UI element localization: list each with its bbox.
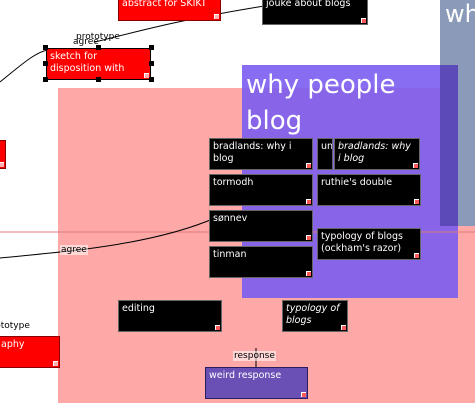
- note-sketch-text: sketch for disposition with: [50, 51, 125, 74]
- note-typology2-text: typology of blogs: [286, 303, 340, 326]
- selection-handle-tl[interactable]: [43, 45, 48, 50]
- link-label-prototype-bottom[interactable]: prototype: [0, 321, 30, 331]
- note-bradlands-text: bradlands: why i blog: [213, 141, 292, 164]
- note-aphy[interactable]: aphy: [0, 336, 60, 368]
- note-resize-icon[interactable]: [306, 199, 311, 204]
- note-abstract-skikt-text: abstract for SKIKT: [122, 0, 207, 9]
- note-resize-icon[interactable]: [0, 162, 4, 167]
- note-typology1-text: typology of blogs (ockham's razor): [321, 231, 403, 254]
- note-resize-icon[interactable]: [53, 361, 58, 366]
- note-resize-icon[interactable]: [306, 235, 311, 240]
- note-tinman[interactable]: tinman: [209, 246, 313, 278]
- note-typology-ockhams-razor[interactable]: typology of blogs (ockham's razor): [317, 228, 421, 260]
- note-bradlands-why-i-blog[interactable]: bradlands: why i blog: [209, 138, 313, 170]
- note-weird-response[interactable]: weird response: [205, 367, 308, 399]
- selection-handle-ml[interactable]: [43, 61, 48, 66]
- note-jouke-about-blogs[interactable]: jouke about blogs: [262, 0, 368, 25]
- note-tinman-text: tinman: [213, 249, 247, 260]
- selection-handle-bm[interactable]: [96, 77, 101, 82]
- note-resize-icon[interactable]: [341, 325, 346, 330]
- note-weird-text: weird response: [209, 370, 282, 381]
- note-typology-of-blogs[interactable]: typology of blogs: [282, 300, 348, 332]
- note-un[interactable]: un: [317, 138, 333, 170]
- note-left-stub[interactable]: [0, 140, 6, 169]
- note-resize-icon[interactable]: [215, 325, 220, 330]
- note-aphy-text: aphy: [1, 339, 25, 350]
- note-bradlands-why-i-blog-2[interactable]: bradlands: why i blog: [334, 138, 420, 170]
- link-label-agree-top[interactable]: agree: [73, 37, 99, 47]
- note-ruthies-double[interactable]: ruthie's double: [317, 174, 421, 206]
- selection-handle-mr[interactable]: [149, 61, 154, 66]
- note-bradlands2-text: bradlands: why i blog: [338, 141, 411, 164]
- note-jouke-text: jouke about blogs: [266, 0, 351, 9]
- note-resize-icon[interactable]: [361, 18, 366, 23]
- purple-overlap-shade: [440, 65, 458, 226]
- note-sketch-disposition[interactable]: sketch for disposition with: [46, 48, 151, 80]
- selection-handle-tr[interactable]: [149, 45, 154, 50]
- selection-handle-bl[interactable]: [43, 77, 48, 82]
- note-resize-icon[interactable]: [414, 253, 419, 258]
- link-line-prototype-top: [94, 5, 265, 43]
- note-resize-icon[interactable]: [301, 392, 306, 397]
- note-editing[interactable]: editing: [118, 300, 222, 332]
- note-resize-icon[interactable]: [306, 163, 311, 168]
- note-resize-icon[interactable]: [306, 271, 311, 276]
- link-line-agree-top: [0, 49, 49, 83]
- note-resize-icon[interactable]: [214, 14, 219, 19]
- note-tormodh-text: tormodh: [213, 177, 254, 188]
- region-title-why-people-blog: why people blog: [246, 70, 396, 136]
- link-label-agree-mid[interactable]: agree: [60, 245, 88, 255]
- link-label-prototype-top[interactable]: prototype: [76, 32, 120, 42]
- link-line-agree-mid: [0, 217, 216, 259]
- selection-handle-br[interactable]: [149, 77, 154, 82]
- link-label-response[interactable]: response: [233, 351, 276, 361]
- note-tormodh[interactable]: tormodh: [209, 174, 313, 206]
- note-resize-icon[interactable]: [144, 73, 149, 78]
- note-resize-icon[interactable]: [413, 163, 418, 168]
- note-abstract-skikt[interactable]: abstract for SKIKT: [118, 0, 221, 21]
- selection-handle-tm[interactable]: [96, 45, 101, 50]
- note-ruthie-text: ruthie's double: [321, 177, 393, 188]
- note-resize-icon[interactable]: [414, 199, 419, 204]
- note-sonnev[interactable]: sønnev: [209, 210, 313, 242]
- note-editing-text: editing: [122, 303, 155, 314]
- region-title-corner: wh blo: [445, 0, 475, 28]
- note-un-text: un: [321, 141, 333, 152]
- note-sonnev-text: sønnev: [213, 213, 248, 224]
